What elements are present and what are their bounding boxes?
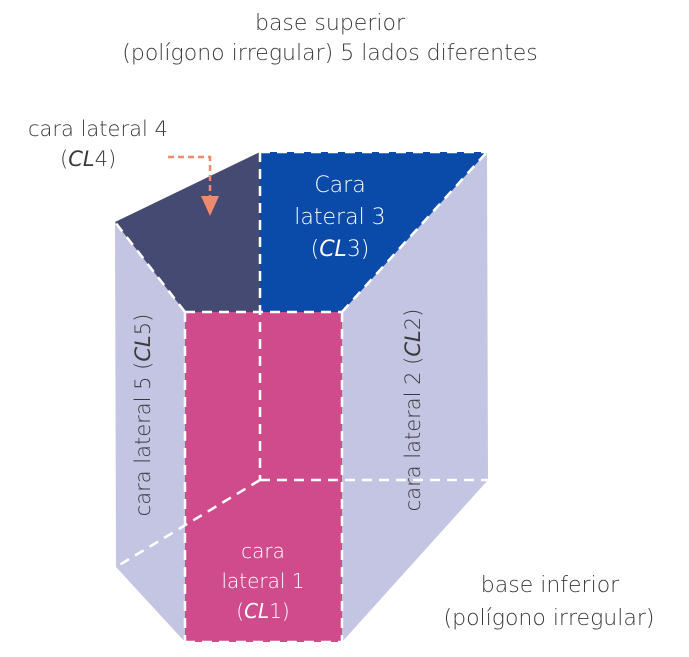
top-base-subtitle: (polígono irregular) 5 lados diferentes — [122, 41, 537, 66]
face4-label-line2: (CL4) — [60, 147, 116, 171]
dashed-edges — [114, 150, 488, 644]
face1-label-line1: cara — [241, 539, 285, 563]
bottom-base-subtitle: (polígono irregular) — [444, 606, 655, 631]
face3-label-line2: lateral 3 — [294, 205, 385, 230]
lateral-face-1 — [185, 312, 342, 642]
lateral-face-3-top — [260, 152, 487, 312]
lateral-face-4-top — [115, 152, 260, 312]
face1-label-line3: (CL1) — [236, 599, 289, 623]
face5-label: cara lateral 5 (CL5) — [131, 314, 155, 517]
face2-label: cara lateral 2 (CL2) — [401, 309, 425, 512]
face3-label-line3: (CL3) — [311, 237, 370, 262]
lateral-face-2 — [342, 152, 488, 642]
face3-label-line1: Cara — [314, 173, 365, 198]
face4-arrow — [168, 155, 219, 216]
bottom-base-title: base inferior — [481, 573, 620, 598]
top-base-title: base superior — [255, 11, 406, 36]
face4-label-line1: cara lateral 4 — [28, 117, 168, 141]
face1-label-line2: lateral 1 — [221, 569, 304, 593]
